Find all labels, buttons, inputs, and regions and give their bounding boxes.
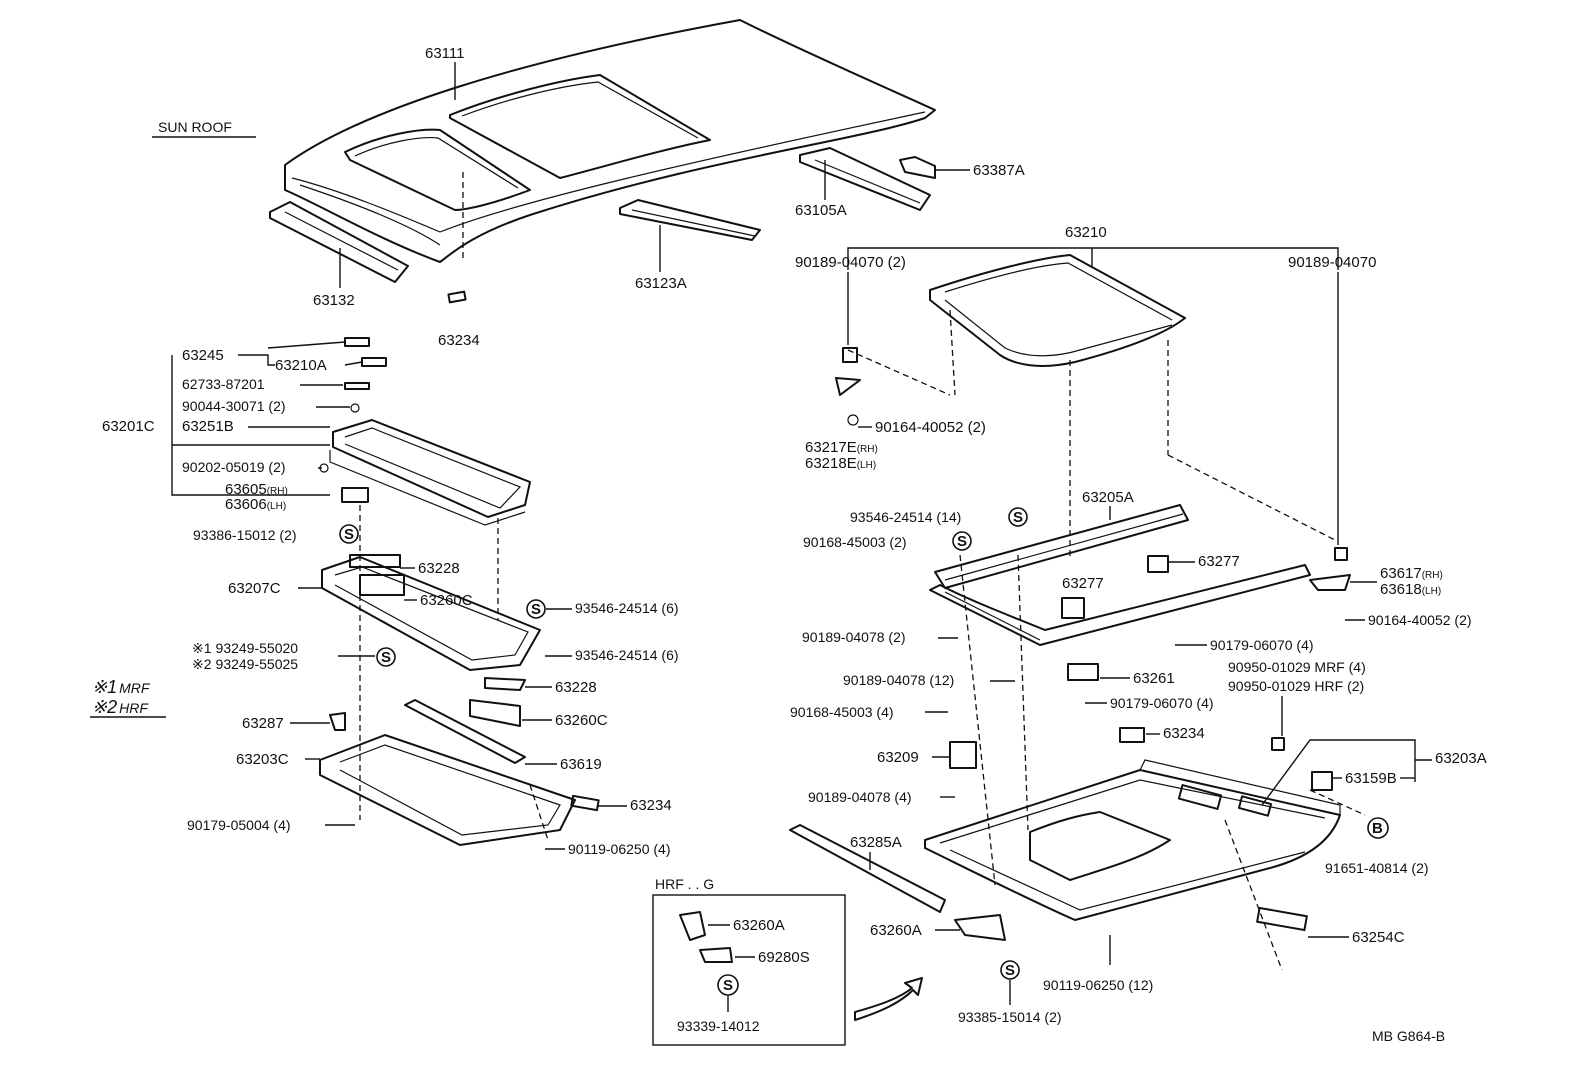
- label-63387A: 63387A: [973, 162, 1025, 179]
- hrf-g-title: HRF . . G: [655, 876, 714, 892]
- label-63203C: 63203C: [236, 751, 289, 768]
- label-63228-a: 63228: [418, 560, 460, 577]
- label-63260A-main: 63260A: [870, 922, 922, 939]
- label-63234-mid: 63234: [1163, 725, 1205, 742]
- label-63260C-b: 63260C: [555, 712, 608, 729]
- label-63209: 63209: [877, 749, 919, 766]
- label-90044-30071-2: 90044-30071 (2): [182, 398, 286, 414]
- label-93546-24514-14: 93546-24514 (14): [850, 509, 961, 525]
- label-63277-b: 63277: [1062, 575, 1104, 592]
- label-63234-top: 63234: [438, 332, 480, 349]
- label-93339-14012: 93339-14012: [677, 1018, 760, 1034]
- marker-s-2: S: [957, 533, 967, 550]
- label-63606: 63606(LH): [225, 496, 286, 513]
- label-90189-04070: 90189-04070: [1288, 254, 1376, 271]
- label-90202-05019-2: 90202-05019 (2): [182, 459, 286, 475]
- marker-s-3: S: [1005, 962, 1015, 979]
- label-63254C: 63254C: [1352, 929, 1405, 946]
- label-63203A: 63203A: [1435, 750, 1487, 767]
- marker-s-6: S: [381, 649, 391, 666]
- label-93546-24514-6a: 93546-24514 (6): [575, 600, 679, 616]
- label-63260C-a: 63260C: [420, 592, 473, 609]
- label-63245: 63245: [182, 347, 224, 364]
- label-90168-45003-4: 90168-45003 (4): [790, 704, 894, 720]
- hrf-g-box: [652, 894, 846, 1046]
- label-63201C: 63201C: [102, 418, 155, 435]
- label-93386-15012-2: 93386-15012 (2): [193, 527, 297, 543]
- drive-frame-drawing: [929, 504, 1311, 646]
- label-93385-15014-2: 93385-15014 (2): [958, 1009, 1062, 1025]
- arrow-icon: [854, 977, 923, 1021]
- label-90119-06250-4: 90119-06250 (4): [568, 841, 670, 857]
- label-90119-06250-12: 90119-06250 (12): [1043, 977, 1153, 993]
- label-63218E: 63218E(LH): [805, 455, 876, 472]
- roof-panel-drawing: [284, 19, 936, 263]
- label-63619: 63619: [560, 756, 602, 773]
- label-63105A: 63105A: [795, 202, 847, 219]
- label-63228-b: 63228: [555, 679, 597, 696]
- label-90189-04078-4: 90189-04078 (4): [808, 789, 912, 805]
- label-90164-40052-2a: 90164-40052 (2): [875, 419, 986, 436]
- marker-b: B: [1372, 820, 1383, 837]
- label-63617: 63617(RH): [1380, 565, 1443, 582]
- label-63123A: 63123A: [635, 275, 687, 292]
- label-63234-left: 63234: [630, 797, 672, 814]
- label-90179-06070-4a: 90179-06070 (4): [1210, 637, 1314, 653]
- label-63217E: 63217E(RH): [805, 439, 878, 456]
- label-90179-05004-4: 90179-05004 (4): [187, 817, 291, 833]
- label-63251B: 63251B: [182, 418, 234, 435]
- label-90189-04078-12: 90189-04078 (12): [843, 672, 954, 688]
- label-90189-04078-2: 90189-04078 (2): [802, 629, 906, 645]
- sun-roof-title: SUN ROOF: [158, 119, 232, 135]
- label-63605: 63605(RH): [225, 481, 288, 498]
- marker-s-7: S: [723, 977, 733, 994]
- label-90164-40052-2b: 90164-40052 (2): [1368, 612, 1472, 628]
- marker-s-4: S: [344, 526, 354, 543]
- marker-s-5: S: [531, 601, 541, 618]
- label-63260A-box: 63260A: [733, 917, 785, 934]
- label-63618: 63618(LH): [1380, 581, 1441, 598]
- label-63205A: 63205A: [1082, 489, 1134, 506]
- label-90179-06070-4b: 90179-06070 (4): [1110, 695, 1214, 711]
- label-63287: 63287: [242, 715, 284, 732]
- left-frames-drawing: [319, 419, 600, 846]
- label-63132: 63132: [313, 292, 355, 309]
- glass-panel-drawing: [929, 254, 1186, 367]
- label-63277-a: 63277: [1198, 553, 1240, 570]
- marker-s-1: S: [1013, 509, 1023, 526]
- label-90950-mrf: 90950-01029 MRF (4): [1228, 659, 1366, 675]
- label-63210A: 63210A: [275, 357, 327, 374]
- label-91651-40814-2: 91651-40814 (2): [1325, 860, 1429, 876]
- label-69280S: 69280S: [758, 949, 810, 966]
- label-63111: 63111: [425, 45, 465, 62]
- label-90189-04070-2: 90189-04070 (2): [795, 254, 906, 271]
- label-63285A: 63285A: [850, 834, 902, 851]
- diagram-code: MB G864-B: [1372, 1028, 1445, 1044]
- labels: 63111 63387A 63105A 63132 63123A 63234 6…: [90, 45, 1487, 1046]
- label-63261: 63261: [1133, 670, 1175, 687]
- rail-drawings-top: [269, 147, 936, 304]
- label-63159B: 63159B: [1345, 770, 1397, 787]
- label-90168-45003-2: 90168-45003 (2): [803, 534, 907, 550]
- dashed-guides: [359, 309, 1366, 971]
- label-90950-hrf: 90950-01029 HRF (2): [1228, 678, 1364, 694]
- small-parts-drawing: [319, 337, 1351, 941]
- label-62733-87201: 62733-87201: [182, 376, 265, 392]
- label-63210: 63210: [1065, 224, 1107, 241]
- label-63207C: 63207C: [228, 580, 281, 597]
- label-93546-24514-6b: 93546-24514 (6): [575, 647, 679, 663]
- housing-drawing: [924, 759, 1341, 921]
